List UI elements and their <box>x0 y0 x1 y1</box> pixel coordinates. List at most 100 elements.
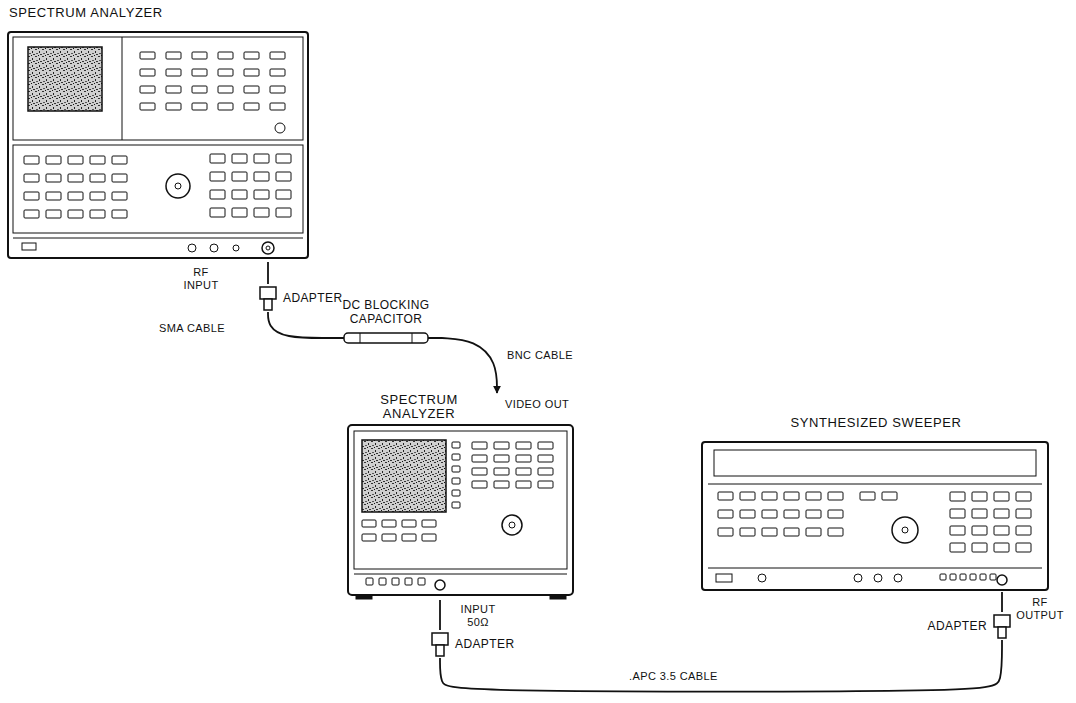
cable <box>268 312 330 338</box>
panel-button <box>950 492 965 501</box>
panel-button <box>244 103 259 110</box>
panel-button <box>472 481 487 488</box>
panel-button <box>232 190 247 199</box>
panel-button <box>538 442 553 449</box>
panel-button <box>972 526 987 535</box>
panel-button <box>218 69 233 76</box>
panel-button <box>254 154 269 163</box>
button-grid <box>860 492 897 500</box>
cable <box>440 640 1002 692</box>
panel-button <box>806 492 821 500</box>
panel-button <box>828 510 843 518</box>
panel-button <box>538 481 553 488</box>
panel-button <box>762 528 777 536</box>
panel-button <box>402 520 416 527</box>
adapter-symbol <box>992 612 1012 640</box>
panel-button <box>24 156 39 164</box>
panel-button <box>718 492 733 500</box>
panel-button <box>218 103 233 110</box>
panel-button <box>970 574 976 580</box>
panel-button <box>718 510 733 518</box>
panel-button <box>494 468 509 475</box>
panel-button <box>882 492 897 500</box>
cable-label: SMA CABLE <box>158 322 226 335</box>
panel-button <box>254 172 269 181</box>
panel-button <box>210 172 225 181</box>
panel-button <box>538 455 553 462</box>
spectrum-analyzer: SPECTRUM ANALYZER <box>5 5 313 262</box>
panel-button <box>140 52 155 59</box>
panel-button <box>68 192 83 200</box>
panel-button <box>1016 526 1031 535</box>
panel-button <box>516 442 531 449</box>
panel-button <box>254 190 269 199</box>
panel-button <box>806 528 821 536</box>
panel-button <box>422 534 436 541</box>
panel-button <box>218 52 233 59</box>
panel-button <box>784 528 799 536</box>
panel-button <box>112 192 127 200</box>
port-label: RF OUTPUT <box>1012 596 1068 622</box>
panel-button <box>960 574 966 580</box>
capacitor-symbol <box>330 326 442 350</box>
panel-button <box>90 210 105 218</box>
spectrum-analyzer: SPECTRUM ANALYZER <box>345 393 577 600</box>
panel-button <box>940 574 946 580</box>
panel-button <box>402 534 416 541</box>
dc-blocking-capacitor: DC BLOCKING CAPACITOR <box>330 296 442 350</box>
button-grid <box>366 578 425 585</box>
panel-button <box>90 156 105 164</box>
panel-button <box>980 574 986 580</box>
panel-button <box>276 154 291 163</box>
button-grid <box>718 492 843 536</box>
panel-button <box>860 492 875 500</box>
panel-button <box>972 509 987 518</box>
panel-button <box>270 69 285 76</box>
button-grid <box>950 492 1031 552</box>
panel-button <box>972 543 987 552</box>
panel-button <box>382 534 396 541</box>
panel-button <box>24 192 39 200</box>
synthesized-sweeper <box>702 442 1048 590</box>
panel-button <box>990 574 996 580</box>
panel-button <box>192 52 207 59</box>
panel-button <box>422 520 436 527</box>
port-label: INPUT 50Ω <box>457 603 499 629</box>
panel-button <box>140 103 155 110</box>
panel-button <box>276 172 291 181</box>
part-name: DC BLOCKING CAPACITOR <box>330 296 442 326</box>
panel-button <box>538 468 553 475</box>
panel-button <box>762 492 777 500</box>
panel-button <box>232 208 247 217</box>
panel-button <box>994 509 1009 518</box>
panel-button <box>270 86 285 93</box>
panel-button <box>452 478 460 484</box>
panel-button <box>232 154 247 163</box>
panel-button <box>950 509 965 518</box>
panel-button <box>494 481 509 488</box>
button-grid <box>452 442 460 508</box>
panel-button <box>762 510 777 518</box>
cable-label: .APC 3.5 CABLE <box>628 670 719 683</box>
panel-button <box>244 69 259 76</box>
adapter-name: ADAPTER <box>455 637 514 651</box>
panel-button <box>140 69 155 76</box>
panel-button <box>740 492 755 500</box>
panel-button <box>718 528 733 536</box>
panel-button <box>972 492 987 501</box>
adapter: ADAPTER <box>928 612 1012 640</box>
panel-button <box>1016 543 1031 552</box>
cable-label: BNC CABLE <box>506 349 574 362</box>
adapter: ADAPTER <box>430 630 514 658</box>
cable <box>439 600 441 630</box>
adapter-name: ADAPTER <box>283 291 342 305</box>
cable <box>267 262 269 284</box>
panel-button <box>994 543 1009 552</box>
panel-button <box>452 490 460 496</box>
panel-button <box>218 86 233 93</box>
panel-button <box>950 543 965 552</box>
instrument-name: SYNTHESIZED SWEEPER <box>700 416 1052 430</box>
instrument-name: SPECTRUM ANALYZER <box>9 6 309 20</box>
panel-button <box>472 455 487 462</box>
panel-button <box>210 154 225 163</box>
